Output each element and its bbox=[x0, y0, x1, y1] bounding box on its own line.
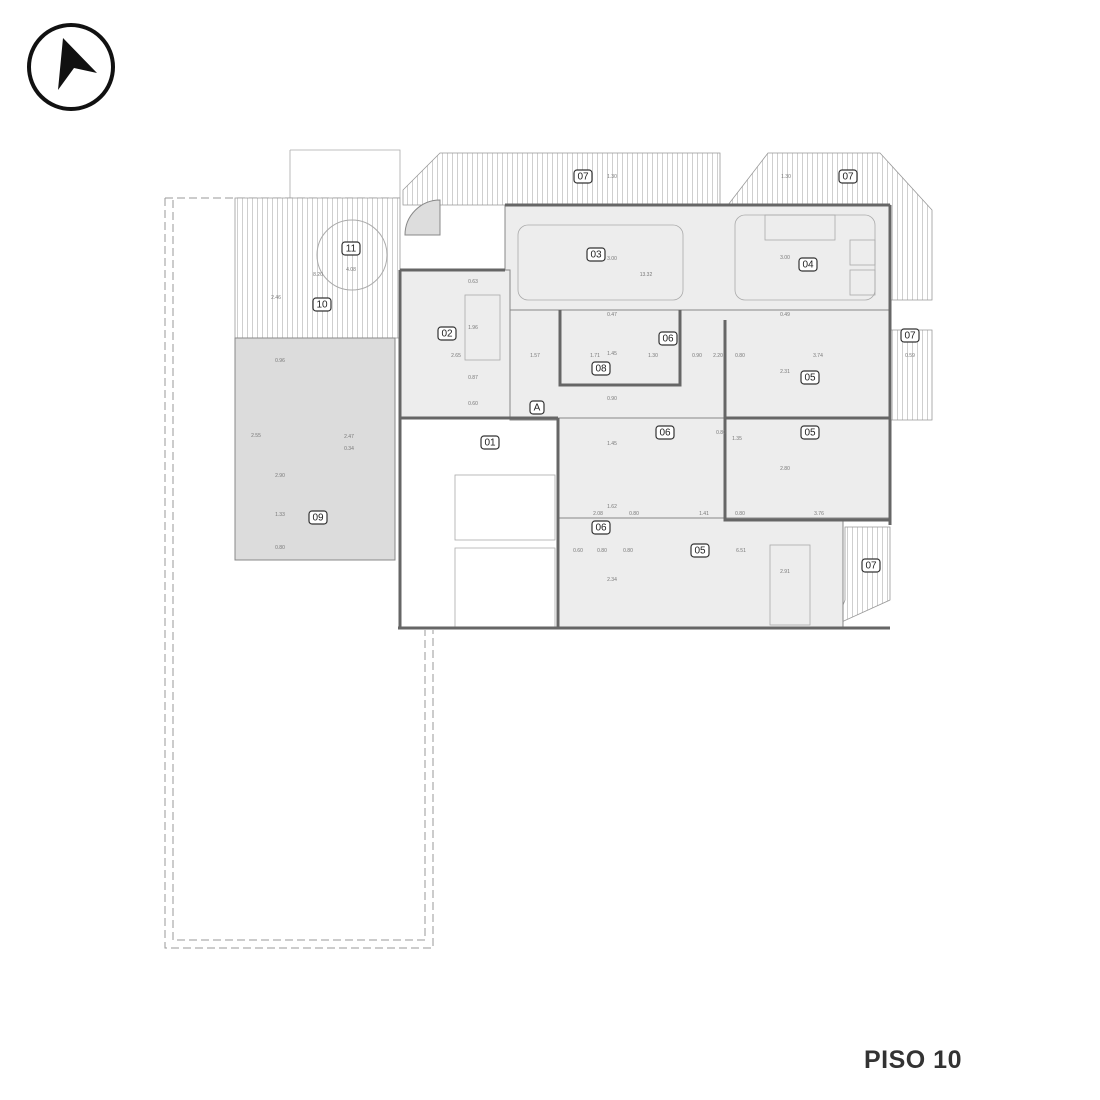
room-tag-balcony-07b: 07 bbox=[838, 169, 858, 184]
room-tag-kitchen-02: 02 bbox=[437, 326, 457, 341]
dimension-labels: 1.30 1.30 4.08 8.20 2.46 3.00 13.32 3.00… bbox=[251, 174, 915, 583]
svg-text:1.45: 1.45 bbox=[607, 351, 617, 357]
svg-text:1.30: 1.30 bbox=[607, 174, 617, 180]
room-tag-bedroom-05c: 05 bbox=[690, 543, 710, 558]
svg-text:0.80: 0.80 bbox=[629, 511, 639, 517]
svg-text:0.80: 0.80 bbox=[623, 548, 633, 554]
svg-text:05: 05 bbox=[804, 428, 816, 439]
svg-text:2.91: 2.91 bbox=[780, 569, 790, 575]
svg-text:0.63: 0.63 bbox=[468, 279, 478, 285]
svg-text:0.80: 0.80 bbox=[275, 545, 285, 551]
room-tag-balcony-07d: 07 bbox=[861, 558, 881, 573]
room-tag-11: 11 bbox=[341, 241, 361, 256]
room-tag-balcony-07a: 07 bbox=[573, 169, 593, 184]
svg-text:07: 07 bbox=[904, 331, 916, 342]
room-tag-09: 09 bbox=[308, 510, 328, 525]
svg-text:3.00: 3.00 bbox=[607, 256, 617, 262]
north-balconies bbox=[234, 149, 933, 626]
svg-text:0.60: 0.60 bbox=[468, 401, 478, 407]
room-tag-bedroom-05a: 05 bbox=[800, 370, 820, 385]
svg-text:0.80: 0.80 bbox=[716, 430, 726, 436]
unit-tag-A: A bbox=[529, 400, 545, 415]
svg-text:A: A bbox=[534, 403, 541, 414]
svg-text:0.59: 0.59 bbox=[905, 353, 915, 359]
svg-text:0.60: 0.60 bbox=[573, 548, 583, 554]
room-tag-08: 08 bbox=[591, 361, 611, 376]
interior-rooms bbox=[234, 199, 892, 630]
svg-text:0.90: 0.90 bbox=[607, 396, 617, 402]
svg-text:2.20: 2.20 bbox=[713, 353, 723, 359]
svg-text:3.76: 3.76 bbox=[814, 511, 824, 517]
svg-text:07: 07 bbox=[865, 561, 877, 572]
svg-text:03: 03 bbox=[590, 250, 602, 261]
svg-text:07: 07 bbox=[842, 172, 854, 183]
svg-text:8.20: 8.20 bbox=[313, 272, 323, 278]
svg-text:05: 05 bbox=[804, 373, 816, 384]
svg-text:06: 06 bbox=[662, 334, 674, 345]
svg-text:2.47: 2.47 bbox=[344, 434, 354, 440]
room-tag-living-04: 04 bbox=[798, 257, 818, 272]
svg-text:0.87: 0.87 bbox=[468, 375, 478, 381]
svg-text:1.62: 1.62 bbox=[607, 504, 617, 510]
svg-text:10: 10 bbox=[316, 300, 328, 311]
svg-text:3.74: 3.74 bbox=[813, 353, 823, 359]
svg-text:1.33: 1.33 bbox=[275, 512, 285, 518]
svg-text:1.30: 1.30 bbox=[648, 353, 658, 359]
svg-text:06: 06 bbox=[595, 523, 607, 534]
svg-text:09: 09 bbox=[312, 513, 324, 524]
svg-text:4.08: 4.08 bbox=[346, 267, 356, 273]
svg-text:08: 08 bbox=[595, 364, 607, 375]
svg-text:0.49: 0.49 bbox=[780, 312, 790, 318]
svg-text:0.90: 0.90 bbox=[692, 353, 702, 359]
svg-text:2.34: 2.34 bbox=[607, 577, 617, 583]
room-tag-bath-06a: 06 bbox=[658, 331, 678, 346]
svg-text:0.34: 0.34 bbox=[344, 446, 354, 452]
svg-text:2.55: 2.55 bbox=[251, 433, 261, 439]
room-tag-bedroom-05b: 05 bbox=[800, 425, 820, 440]
svg-text:0.96: 0.96 bbox=[275, 358, 285, 364]
svg-text:01: 01 bbox=[484, 438, 496, 449]
svg-text:05: 05 bbox=[694, 546, 706, 557]
svg-text:6.51: 6.51 bbox=[736, 548, 746, 554]
svg-text:2.46: 2.46 bbox=[271, 295, 281, 301]
svg-text:1.30: 1.30 bbox=[781, 174, 791, 180]
room-tag-10: 10 bbox=[312, 297, 332, 312]
svg-text:1.41: 1.41 bbox=[699, 511, 709, 517]
svg-text:04: 04 bbox=[802, 260, 814, 271]
svg-text:3.00: 3.00 bbox=[780, 255, 790, 261]
room-tag-bath-06c: 06 bbox=[591, 520, 611, 535]
svg-text:2.80: 2.80 bbox=[780, 466, 790, 472]
svg-text:02: 02 bbox=[441, 329, 453, 340]
svg-text:07: 07 bbox=[577, 172, 589, 183]
north-arrow-icon bbox=[27, 23, 115, 111]
svg-text:1.35: 1.35 bbox=[732, 436, 742, 442]
svg-text:1.96: 1.96 bbox=[468, 325, 478, 331]
svg-text:0.80: 0.80 bbox=[735, 511, 745, 517]
svg-text:2.31: 2.31 bbox=[780, 369, 790, 375]
svg-text:13.32: 13.32 bbox=[640, 272, 653, 278]
room-tag-hall-01: 01 bbox=[480, 435, 500, 450]
floor-label: PISO 10 bbox=[864, 1046, 962, 1074]
svg-text:2.90: 2.90 bbox=[275, 473, 285, 479]
room-tag-bath-06b: 06 bbox=[655, 425, 675, 440]
svg-text:2.08: 2.08 bbox=[593, 511, 603, 517]
svg-text:1.71: 1.71 bbox=[590, 353, 600, 359]
svg-text:11: 11 bbox=[346, 244, 357, 255]
svg-text:06: 06 bbox=[659, 428, 671, 439]
room-tag-balcony-07c: 07 bbox=[900, 328, 920, 343]
svg-text:0.80: 0.80 bbox=[735, 353, 745, 359]
svg-text:0.47: 0.47 bbox=[607, 312, 617, 318]
room-tag-dining-03: 03 bbox=[586, 247, 606, 262]
svg-text:2.65: 2.65 bbox=[451, 353, 461, 359]
svg-text:1.57: 1.57 bbox=[530, 353, 540, 359]
svg-text:0.80: 0.80 bbox=[597, 548, 607, 554]
svg-text:1.45: 1.45 bbox=[607, 441, 617, 447]
